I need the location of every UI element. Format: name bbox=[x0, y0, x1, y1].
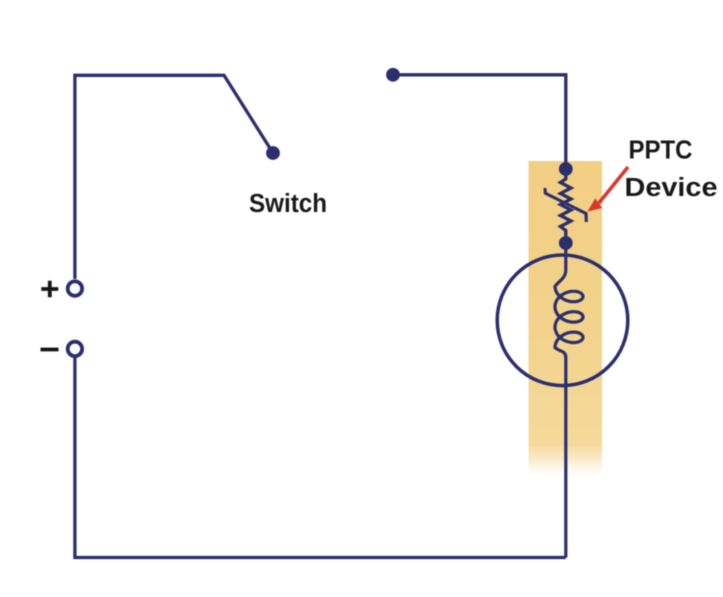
svg-text:PPTC: PPTC bbox=[629, 137, 693, 165]
svg-text:Device: Device bbox=[625, 174, 718, 202]
svg-text:Switch: Switch bbox=[249, 190, 327, 218]
